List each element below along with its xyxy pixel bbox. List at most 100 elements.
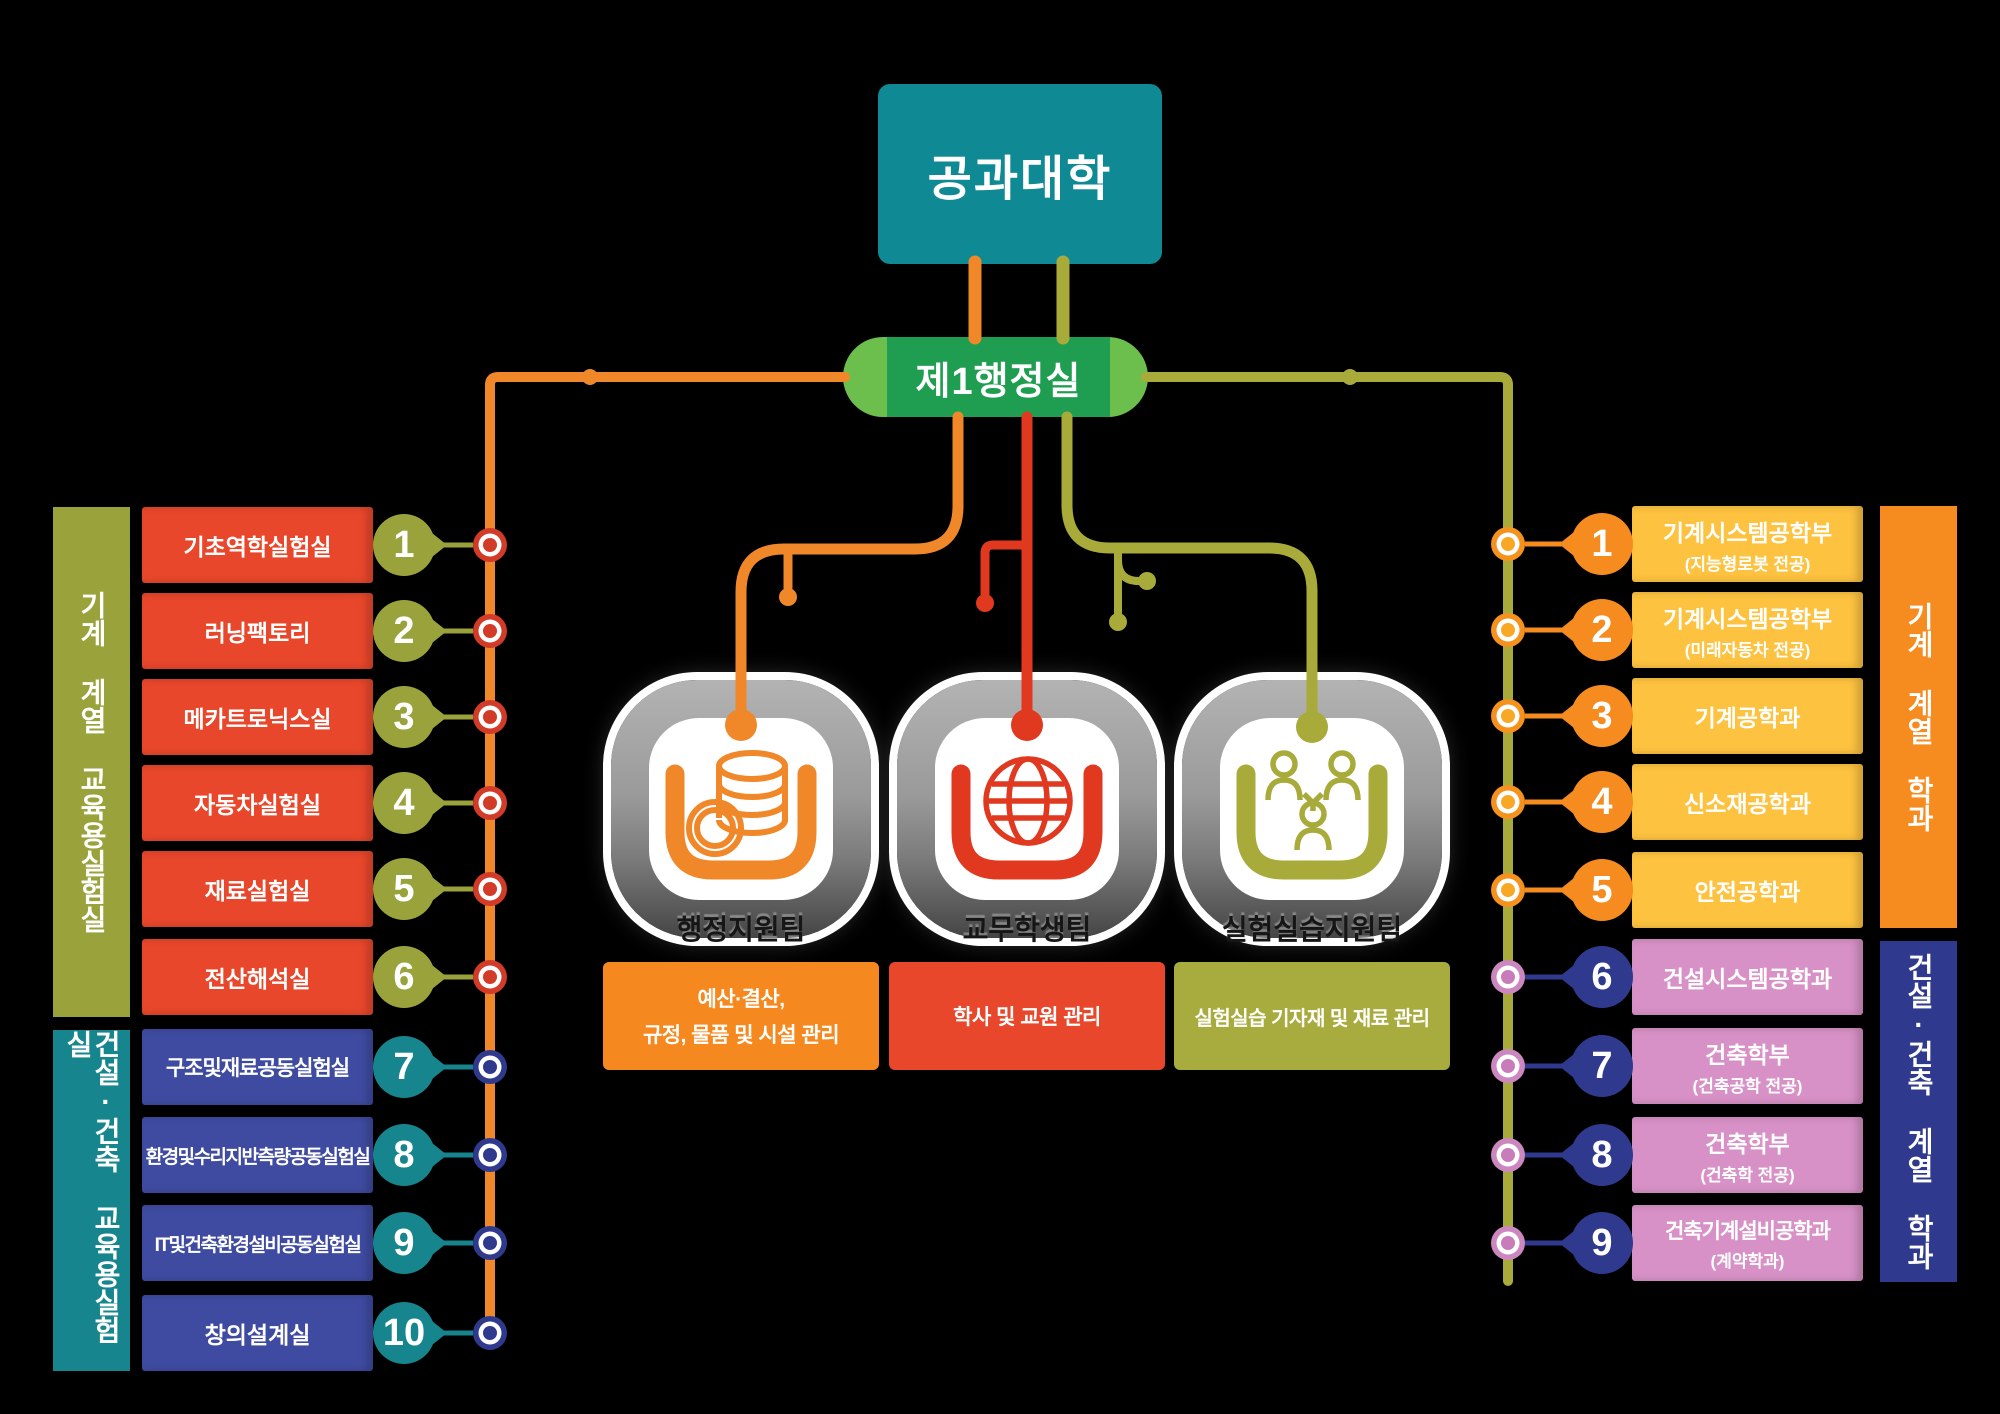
row-node-dot bbox=[1501, 970, 1515, 984]
row-node-dot bbox=[483, 970, 497, 984]
left-row-box-3: 메카트로닉스실 bbox=[142, 679, 373, 755]
left-row-box-6: 전산해석실 bbox=[142, 939, 373, 1015]
row-sublabel: (미래자동차 전공) bbox=[1684, 640, 1811, 660]
team3-anchor-dot bbox=[1296, 711, 1328, 743]
right-row-box-8: 건축학부 (건축학 전공) bbox=[1632, 1117, 1863, 1193]
row-label: IT및건축환경설비공동실험실 bbox=[154, 1234, 362, 1256]
left-row-box-1: 기초역학실험실 bbox=[142, 507, 373, 583]
row-number-text: 7 bbox=[393, 1045, 415, 1088]
people-icon bbox=[1265, 750, 1361, 851]
right-row-number-6: 6 bbox=[1559, 946, 1633, 1008]
number-pointer bbox=[1559, 790, 1574, 814]
admin-office-label: 제1행정실 bbox=[915, 360, 1082, 403]
left-row-box-7: 구조및재료공동실험실 bbox=[142, 1029, 373, 1105]
right-row-box-1: 기계시스템공학부 (지능형로봇 전공) bbox=[1632, 506, 1863, 582]
team1-anchor-dot bbox=[725, 709, 757, 741]
admin-office-pill-body: 제1행정실 bbox=[887, 337, 1110, 417]
sidebar-left-machinery-labs: 기계 계열 교육용실험실 bbox=[53, 507, 130, 1017]
row-sublabel: (건축학 전공) bbox=[1700, 1165, 1795, 1185]
u-frame bbox=[951, 764, 1103, 880]
college-box: 공과대학 bbox=[878, 84, 1162, 264]
row-node-dot bbox=[1501, 709, 1515, 723]
row-node-dot bbox=[483, 710, 497, 724]
team-desc-box: 학사 및 교원 관리 bbox=[889, 962, 1165, 1070]
sidebar-right-machinery-depts: 기계 계열 학과 bbox=[1880, 506, 1957, 928]
number-pointer bbox=[1559, 704, 1574, 728]
row-node-dot bbox=[483, 538, 497, 552]
row-sublabel: (건축공학 전공) bbox=[1692, 1076, 1803, 1096]
row-label: 기초역학실험실 bbox=[183, 534, 332, 560]
number-pointer bbox=[1559, 618, 1574, 642]
row-number-text: 5 bbox=[393, 867, 415, 910]
number-pointer bbox=[1559, 1054, 1574, 1078]
row-node-dot bbox=[1501, 623, 1515, 637]
number-pointer bbox=[1559, 965, 1574, 989]
left-row-number-7: 7 bbox=[373, 1036, 447, 1098]
left-trunk-dot bbox=[582, 369, 598, 385]
row-label: 기계시스템공학부 bbox=[1662, 519, 1833, 546]
row-node-dot bbox=[483, 1326, 497, 1340]
team3-stub2 bbox=[1114, 556, 1143, 585]
team1-wire bbox=[735, 411, 964, 718]
row-number-text: 8 bbox=[1591, 1133, 1613, 1176]
right-row-box-3: 기계공학과 bbox=[1632, 678, 1863, 754]
row-number-text: 10 bbox=[382, 1311, 426, 1354]
right-row-box-4: 신소재공학과 bbox=[1632, 764, 1863, 840]
sidebar-label: 기계 계열 교육용실험실 bbox=[76, 591, 108, 933]
row-sublabel: (계약학과) bbox=[1710, 1251, 1785, 1271]
right-row-number-2: 2 bbox=[1559, 599, 1633, 661]
row-label: 자동차실험실 bbox=[194, 792, 321, 818]
row-label: 창의설계실 bbox=[204, 1322, 311, 1348]
coins-icon bbox=[686, 750, 788, 857]
row-label: 재료실험실 bbox=[204, 878, 311, 904]
left-trunk-wire bbox=[485, 372, 850, 1347]
row-label: 구조및재료공동실험실 bbox=[165, 1057, 350, 1080]
right-trunk-wire bbox=[1141, 372, 1513, 1286]
u-frame bbox=[665, 764, 817, 880]
row-node-dot bbox=[483, 882, 497, 896]
team3-wire bbox=[1061, 411, 1318, 728]
right-row-number-9: 9 bbox=[1559, 1212, 1633, 1274]
team-desc-line: 학사 및 교원 관리 bbox=[953, 1006, 1101, 1029]
row-label: 안전공학과 bbox=[1694, 879, 1801, 905]
row-node-dot bbox=[483, 624, 497, 638]
row-label: 건축학부 bbox=[1705, 1041, 1790, 1068]
row-node-dot bbox=[1501, 795, 1515, 809]
row-number-text: 4 bbox=[1591, 780, 1613, 823]
team3-stub-dot bbox=[1109, 613, 1127, 631]
row-node-dot bbox=[1501, 1059, 1515, 1073]
right-row-box-9: 건축기계설비공학과(계약학과) bbox=[1632, 1205, 1863, 1281]
number-pointer bbox=[1559, 532, 1574, 556]
row-label: 기계공학과 bbox=[1694, 705, 1801, 731]
left-row-number-2: 2 bbox=[373, 600, 447, 662]
right-row-box-6: 건설시스템공학과 bbox=[1632, 939, 1863, 1015]
team-desc-box: 실험실습 기자재 및 재료 관리 bbox=[1174, 962, 1450, 1070]
right-row-number-3: 3 bbox=[1559, 685, 1633, 747]
row-number-text: 1 bbox=[393, 523, 415, 566]
row-number-text: 3 bbox=[393, 695, 415, 738]
left-row-number-10: 10 bbox=[373, 1302, 447, 1364]
row-label: 기계시스템공학부 bbox=[1662, 605, 1833, 632]
team2-anchor-dot bbox=[1011, 709, 1043, 741]
row-label: 메카트로닉스실 bbox=[183, 706, 332, 732]
left-row-number-5: 5 bbox=[373, 858, 447, 920]
sidebar-left-construction-labs: 건설·건축 교육용실험실 bbox=[53, 1030, 130, 1371]
row-number-text: 9 bbox=[393, 1221, 415, 1264]
team1-stub-dot bbox=[779, 588, 797, 606]
row-label: 건축학부 bbox=[1705, 1130, 1790, 1157]
row-sublabel: (지능형로봇 전공) bbox=[1684, 554, 1811, 574]
team-badge-lab-support: 실험실습지원팀 bbox=[1182, 680, 1442, 945]
right-trunk-dot bbox=[1342, 369, 1358, 385]
right-row-number-7: 7 bbox=[1559, 1035, 1633, 1097]
row-number-text: 2 bbox=[1591, 608, 1613, 651]
row-node-dot bbox=[1501, 1148, 1515, 1162]
number-pointer bbox=[1559, 1231, 1574, 1255]
row-label: 건설시스템공학과 bbox=[1662, 966, 1833, 992]
team2-stub-dot bbox=[976, 594, 994, 612]
sidebar-right-construction-depts: 건설·건축 계열 학과 bbox=[1880, 941, 1957, 1282]
left-row-box-5: 재료실험실 bbox=[142, 851, 373, 927]
sidebar-label: 건설·건축 교육용실험실 bbox=[62, 1030, 122, 1344]
sidebar-label: 기계 계열 학과 bbox=[1903, 602, 1935, 832]
